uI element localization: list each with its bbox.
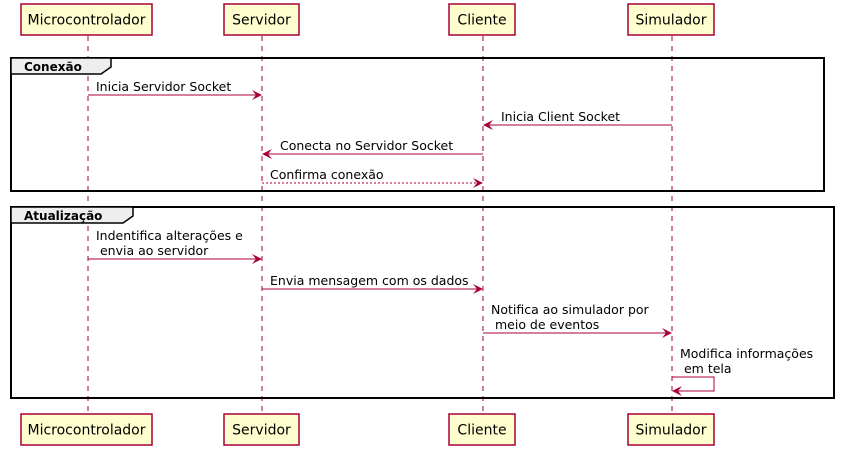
message-modifica-informacoes: Modifica informações em tela — [672, 346, 813, 396]
message-label-line-2: envia ao servidor — [96, 243, 209, 258]
participant-simulador-bottom: Simulador — [627, 413, 715, 446]
participant-label: Cliente — [457, 13, 506, 29]
participant-label: Simulador — [636, 13, 707, 29]
message-label-line-1: Indentifica alterações e — [96, 228, 243, 243]
message-label: Inicia Client Socket — [501, 109, 620, 124]
message-label: Conecta no Servidor Socket — [280, 138, 453, 153]
message-notifica-simulador: Notifica ao simulador por meio de evento… — [483, 302, 672, 338]
participant-servidor-bottom: Servidor — [223, 413, 300, 446]
group-atualizacao-label: Atualização — [24, 209, 102, 223]
participant-label: Simulador — [636, 423, 707, 439]
participant-label: Microcontrolador — [28, 13, 146, 29]
participant-label: Microcontrolador — [28, 423, 146, 439]
message-label: Confirma conexão — [270, 167, 384, 182]
message-confirma-conexao: Confirma conexão — [262, 167, 483, 188]
participant-label: Servidor — [232, 13, 291, 29]
message-label-line-2: em tela — [680, 361, 732, 376]
message-label-line-1: Modifica informações — [680, 346, 813, 361]
participant-microcontrolador-bottom: Microcontrolador — [20, 413, 153, 446]
message-label: Envia mensagem com os dados — [270, 273, 469, 288]
message-inicia-client-socket: Inicia Client Socket — [483, 109, 672, 130]
message-label-line-2: meio de eventos — [491, 317, 599, 332]
message-label: Inicia Servidor Socket — [96, 79, 231, 94]
participant-label: Servidor — [232, 423, 291, 439]
group-conexao: Conexão — [10, 57, 825, 192]
message-conecta-servidor-socket: Conecta no Servidor Socket — [262, 138, 483, 159]
message-inicia-servidor-socket: Inicia Servidor Socket — [88, 79, 262, 100]
participant-cliente-bottom: Cliente — [448, 413, 516, 446]
participant-simulador-top: Simulador — [627, 3, 715, 36]
message-indentifica-alteracoes: Indentifica alterações e envia ao servid… — [88, 228, 262, 264]
participant-label: Cliente — [457, 423, 506, 439]
group-atualizacao: Atualização — [10, 206, 835, 399]
message-label-line-1: Notifica ao simulador por — [491, 302, 650, 317]
participant-microcontrolador-top: Microcontrolador — [20, 3, 153, 36]
message-envia-mensagem: Envia mensagem com os dados — [262, 273, 483, 294]
participant-servidor-top: Servidor — [223, 3, 300, 36]
group-conexao-label: Conexão — [24, 60, 82, 74]
participant-cliente-top: Cliente — [448, 3, 516, 36]
